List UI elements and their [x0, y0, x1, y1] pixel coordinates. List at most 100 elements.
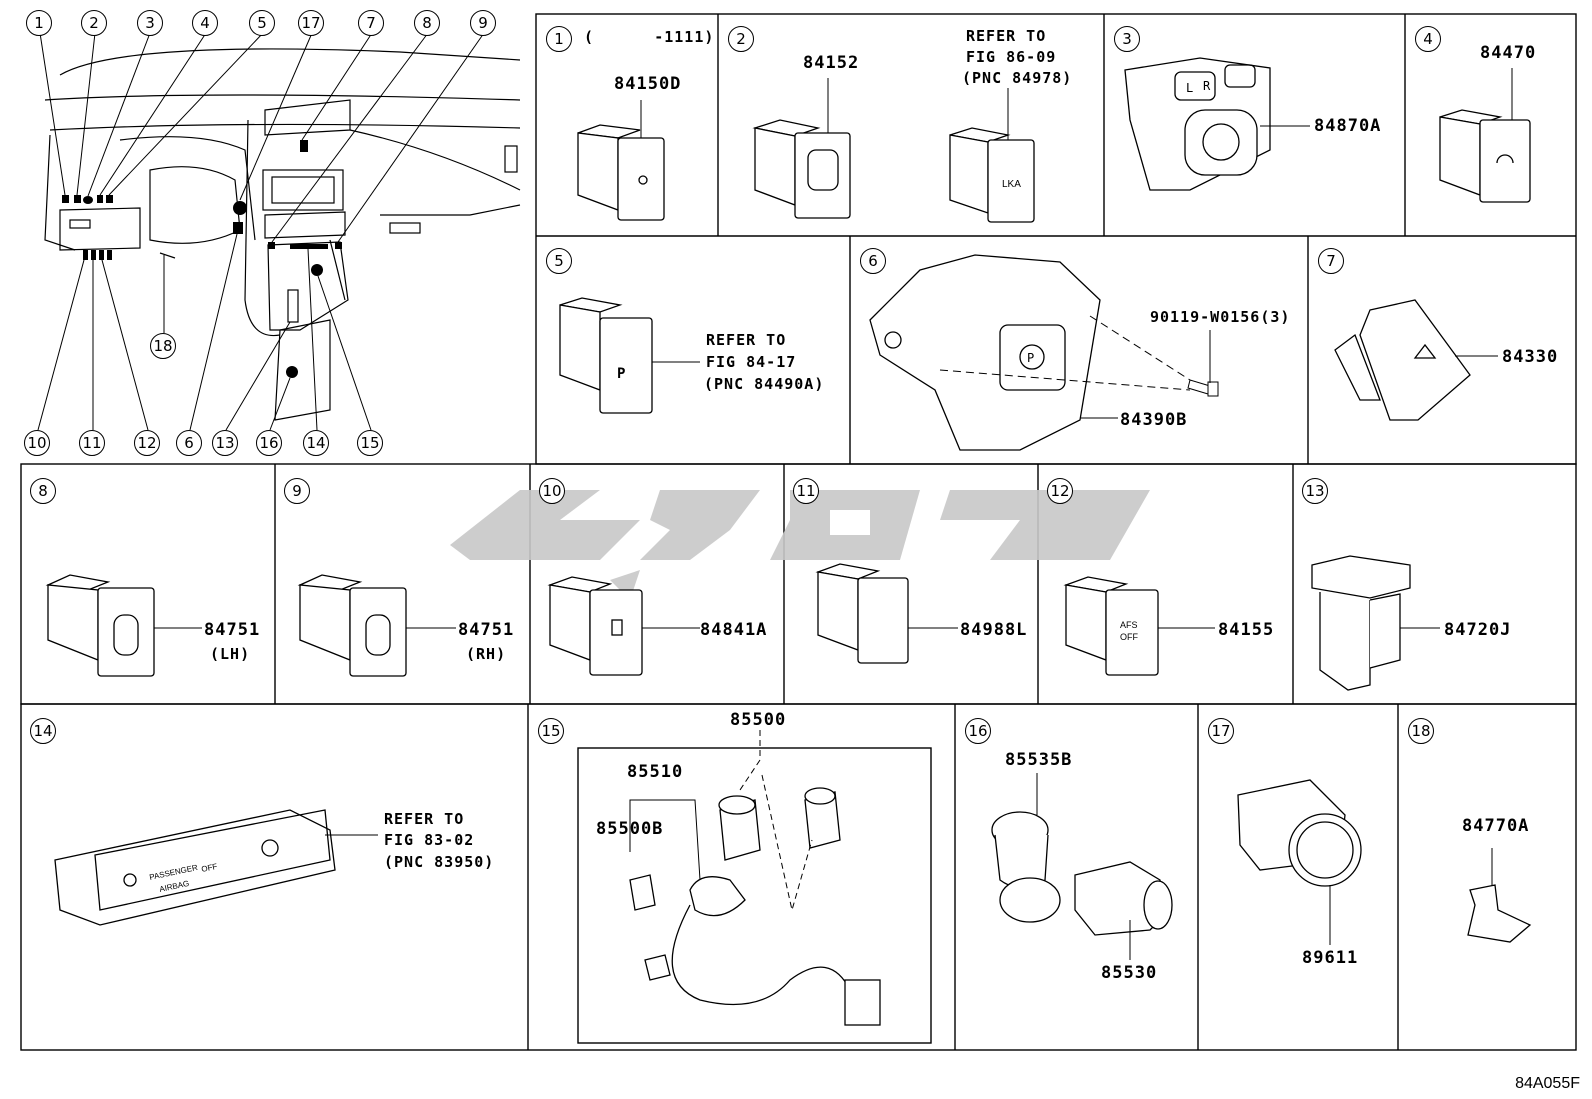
- part-89611: 89611: [1302, 948, 1359, 968]
- callout-9: 9: [470, 10, 496, 36]
- part-84390B: 84390B: [1120, 410, 1188, 430]
- part-84841A: 84841A: [700, 620, 768, 640]
- part-84870A: 84870A: [1314, 116, 1382, 136]
- refer-2-line1: REFER TO: [966, 27, 1047, 45]
- refer-5-line3: (PNC 84490A): [704, 375, 825, 393]
- part-84988L: 84988L: [960, 620, 1028, 640]
- socket-85535B: [991, 811, 1173, 936]
- switch-84751-rh: [297, 574, 407, 677]
- callout-7: 7: [358, 10, 384, 36]
- part-90119: 90119-W0156(3): [1150, 308, 1291, 326]
- dashed-85500-a: [739, 759, 761, 791]
- cell1-note: ( -1111): [584, 28, 715, 46]
- callout-13: 13: [212, 430, 238, 456]
- cell-num-9: 9: [284, 478, 310, 504]
- part-84150D: 84150D: [614, 74, 682, 94]
- switch-84150D: [577, 124, 665, 221]
- cell-num-1: 1: [546, 26, 572, 52]
- cell-num-8: 8: [30, 478, 56, 504]
- refer-5-line2: FIG 84-17: [706, 353, 797, 371]
- cell-num-15: 15: [538, 718, 564, 744]
- button-89611: [1237, 779, 1362, 887]
- part-84770A: 84770A: [1462, 816, 1530, 836]
- watermark-logo: [450, 490, 1150, 600]
- cell-num-11: 11: [793, 478, 819, 504]
- callout-16: 16: [256, 430, 282, 456]
- side-lh: (LH): [210, 645, 251, 663]
- socket-85500: [629, 787, 881, 1026]
- callout-3: 3: [137, 10, 163, 36]
- callout-5: 5: [249, 10, 275, 36]
- part-84470: 84470: [1480, 43, 1537, 63]
- callout-2: 2: [81, 10, 107, 36]
- part-84155: 84155: [1218, 620, 1275, 640]
- refer-2-line2: FIG 86-09: [966, 48, 1057, 66]
- lka-label: LKA: [1002, 179, 1021, 190]
- part-85535B: 85535B: [1005, 750, 1073, 770]
- part-84751-rh: 84751: [458, 620, 515, 640]
- off-label-14: OFF: [201, 862, 219, 874]
- cell-num-17: 17: [1208, 718, 1234, 744]
- switch-parking-sensor: [559, 297, 653, 414]
- refer-5-line1: REFER TO: [706, 331, 787, 349]
- cell-num-10: 10: [539, 478, 565, 504]
- cell-num-2: 2: [728, 26, 754, 52]
- callout-4: 4: [192, 10, 218, 36]
- callout-6: 6: [176, 430, 202, 456]
- switch-lka: [949, 127, 1035, 223]
- callout-14: 14: [303, 430, 329, 456]
- overview-markers: [62, 140, 342, 378]
- switch-84470: [1439, 109, 1531, 203]
- p-icon: P: [1027, 351, 1034, 365]
- switch-84988L: [815, 563, 909, 664]
- refer-14-line2: FIG 83-02: [384, 831, 475, 849]
- part-85500: 85500: [730, 710, 787, 730]
- cell-num-12: 12: [1047, 478, 1073, 504]
- screw-90119: [1187, 379, 1219, 397]
- cell-num-6: 6: [860, 248, 886, 274]
- overview-leaders: [37, 32, 485, 431]
- cell-num-18: 18: [1408, 718, 1434, 744]
- switch-84152: [752, 119, 851, 219]
- part-85530: 85530: [1101, 963, 1158, 983]
- cell-num-16: 16: [965, 718, 991, 744]
- switch-84870A: [1124, 57, 1271, 191]
- refer-2-line3: (PNC 84978): [962, 69, 1073, 87]
- cell-num-13: 13: [1302, 478, 1328, 504]
- callout-17: 17: [298, 10, 324, 36]
- dashed-line-1: [1089, 315, 1191, 381]
- part-84152: 84152: [803, 53, 860, 73]
- label-l: L: [1186, 81, 1193, 95]
- leader-85510: [629, 799, 701, 881]
- callout-15: 15: [357, 430, 383, 456]
- diagram-code: 84A055F: [1515, 1075, 1580, 1092]
- callout-10: 10: [24, 430, 50, 456]
- refer-14-line1: REFER TO: [384, 810, 465, 828]
- part-84330: 84330: [1502, 347, 1559, 367]
- cell-num-5: 5: [546, 248, 572, 274]
- refer-14-line3: (PNC 83950): [384, 853, 495, 871]
- label-r: R: [1203, 79, 1211, 93]
- cell-num-7: 7: [1318, 248, 1344, 274]
- part-84751-lh: 84751: [204, 620, 261, 640]
- switch-84330: [1334, 299, 1471, 421]
- callout-11: 11: [79, 430, 105, 456]
- dashboard-overview: [44, 48, 521, 421]
- switch-84720J: [1311, 555, 1411, 691]
- switch-84155: [1063, 576, 1159, 676]
- switch-84390B: [869, 254, 1101, 451]
- afs-label: AFS: [1120, 620, 1138, 630]
- part-85510: 85510: [627, 762, 684, 782]
- cell-num-4: 4: [1415, 26, 1441, 52]
- switch-84751-lh: [45, 574, 155, 677]
- off-label: OFF: [1120, 632, 1138, 642]
- callout-18: 18: [150, 333, 176, 359]
- part-85500B: 85500B: [596, 819, 664, 839]
- dashed-line-2: [939, 369, 1191, 391]
- side-rh: (RH): [466, 645, 507, 663]
- grid-frame: [20, 13, 1577, 1051]
- switch-panel-83950: [54, 809, 336, 926]
- cell-num-3: 3: [1114, 26, 1140, 52]
- callout-1: 1: [26, 10, 52, 36]
